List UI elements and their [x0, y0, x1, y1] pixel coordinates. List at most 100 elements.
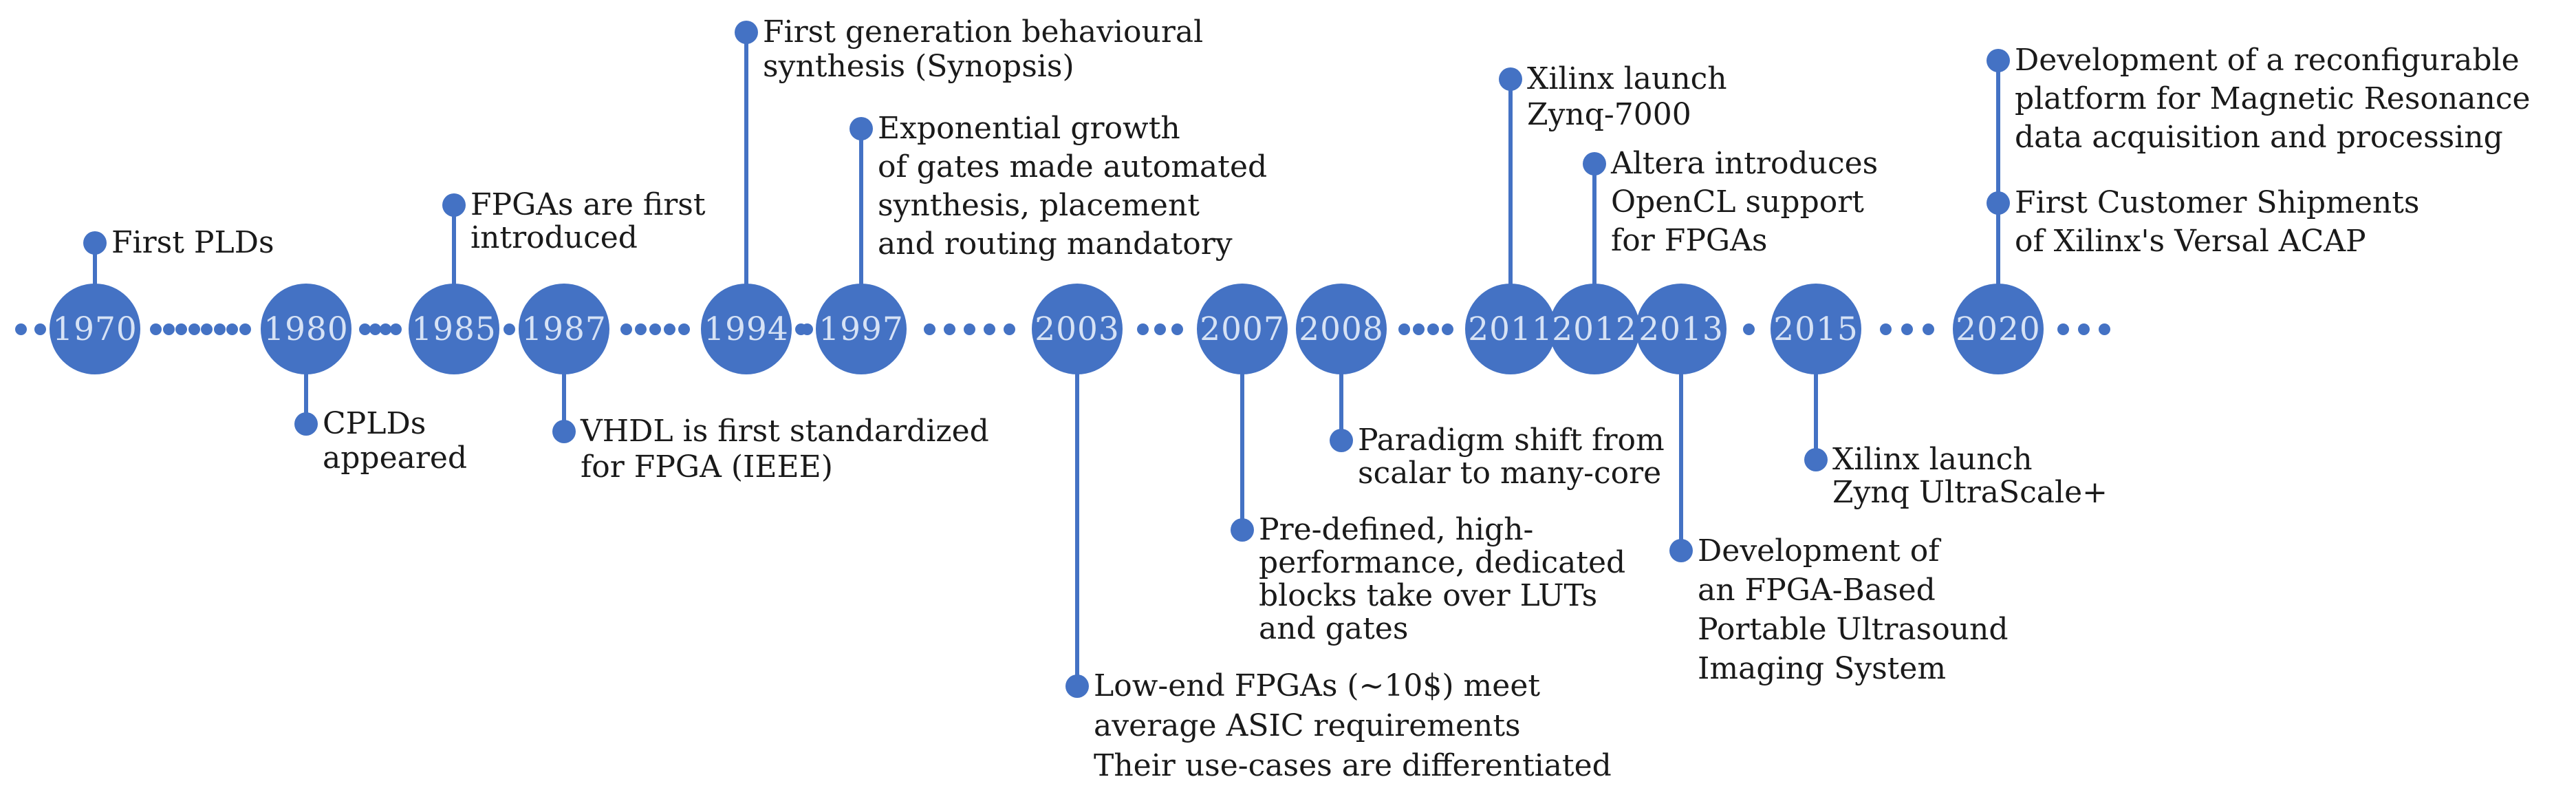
timeline-dot — [389, 323, 402, 335]
node-stem — [562, 329, 566, 432]
timeline-dot — [1442, 323, 1454, 335]
annotation-line: and gates — [1259, 611, 1409, 646]
timeline-dot — [943, 323, 955, 335]
annotation-dot — [1987, 191, 2010, 215]
annotation-line: OpenCL support — [1611, 184, 1864, 220]
timeline-dot — [1136, 323, 1149, 335]
annotation-text: First PLDs — [111, 225, 274, 261]
annotation-line: FPGAs are first — [470, 187, 706, 222]
annotation-line: Xilinx launch — [1527, 61, 1727, 96]
year-label: 1987 — [521, 310, 607, 348]
annotation-dot — [1065, 674, 1089, 698]
leading-ellipsis-dot — [34, 323, 46, 335]
annotation-line: synthesis (Synopsis) — [763, 49, 1074, 84]
annotation-line: Paradigm shift from — [1358, 423, 1665, 458]
annotation-line: Zynq-7000 — [1527, 97, 1691, 132]
timeline-dot — [1923, 323, 1935, 335]
timeline-dot — [1427, 323, 1440, 335]
timeline-dot — [678, 323, 690, 335]
annotation-line: and routing mandatory — [878, 226, 1233, 262]
annotation-line: average ASIC requirements — [1094, 708, 1521, 743]
year-label: 2020 — [1956, 310, 2041, 348]
timeline-dot — [379, 323, 391, 335]
annotation-line: platform for Magnetic Resonance — [2015, 81, 2531, 116]
timeline-dot — [239, 323, 251, 335]
annotation-line: introduced — [470, 220, 638, 255]
annotation-text: Pre-defined, high-performance, dedicated… — [1259, 513, 1625, 646]
timeline-dot — [635, 323, 647, 335]
annotation-line: First generation behavioural — [763, 14, 1204, 50]
annotation-line: First PLDs — [111, 225, 274, 260]
year-label: 2003 — [1035, 310, 1120, 348]
leading-ellipsis-dot — [14, 323, 27, 335]
timeline-dot — [801, 323, 813, 335]
year-label: 1980 — [263, 310, 349, 348]
timeline-node-1987: 1987 — [519, 284, 609, 374]
timeline-dot — [649, 323, 661, 335]
annotation-line: VHDL is first standardized — [581, 414, 989, 449]
timeline-node-2020: 2020 — [1953, 284, 2044, 374]
annotation-line: Exponential growth — [878, 111, 1180, 146]
node-stem — [1814, 329, 1818, 460]
timeline-node-2007: 2007 — [1197, 284, 1288, 374]
annotation-line: Portable Ultrasound — [1698, 611, 2009, 647]
annotation-dot — [1669, 539, 1693, 562]
timeline-dot — [1901, 323, 1913, 335]
annotation-dot — [552, 420, 576, 443]
annotation-line: First Customer Shipments — [2015, 185, 2420, 220]
annotation-line: data acquisition and processing — [2015, 120, 2503, 155]
trailing-ellipsis-dot — [2057, 323, 2069, 335]
timeline-dot — [358, 323, 371, 335]
year-label: 2012 — [1552, 310, 1637, 348]
annotation-dot — [1499, 67, 1522, 91]
annotation-dot — [735, 21, 758, 44]
timeline-dot — [201, 323, 213, 335]
annotation-dot — [1987, 49, 2010, 72]
node-stem — [859, 129, 863, 329]
year-label: 2015 — [1773, 310, 1859, 348]
annotation-line: Pre-defined, high- — [1259, 512, 1534, 547]
timeline-dot — [1742, 323, 1755, 335]
timeline-dot — [188, 323, 200, 335]
annotation-line: Low-end FPGAs (~10$) meet — [1094, 668, 1541, 703]
timeline-node-1994: 1994 — [701, 284, 792, 374]
annotation-line: Their use-cases are differentiated — [1094, 748, 1612, 783]
annotation-dot — [294, 412, 318, 436]
year-label: 2011 — [1468, 310, 1553, 348]
annotation-line: for FPGA (IEEE) — [581, 449, 833, 485]
timeline-dot — [213, 323, 226, 335]
timeline-dot — [923, 323, 935, 335]
node-stem — [304, 329, 308, 424]
annotation-dot — [1583, 152, 1606, 176]
annotation-line: scalar to many-core — [1358, 456, 1662, 491]
year-label: 1994 — [704, 310, 789, 348]
annotation-line: for FPGAs — [1611, 223, 1768, 258]
year-label: 1970 — [52, 310, 138, 348]
timeline-node-2015: 2015 — [1771, 284, 1861, 374]
annotation-line: Xilinx launch — [1832, 442, 2033, 477]
timeline-dot — [226, 323, 239, 335]
timeline-dot — [963, 323, 975, 335]
node-stem — [1592, 164, 1597, 329]
timeline-node-2013: 2013 — [1636, 284, 1727, 374]
annotation-dot — [1804, 448, 1828, 471]
timeline-dot — [175, 323, 188, 335]
annotation-line: Imaging System — [1698, 650, 1947, 686]
annotation-line: Zynq UltraScale+ — [1832, 475, 2108, 510]
node-stem — [744, 32, 748, 329]
timeline-node-1985: 1985 — [409, 284, 499, 374]
timeline-node-1997: 1997 — [816, 284, 907, 374]
timeline-node-2008: 2008 — [1296, 284, 1387, 374]
annotation-line: Altera introduces — [1611, 146, 1879, 181]
annotation-line: blocks take over LUTs — [1259, 578, 1598, 613]
annotation-dot — [1330, 429, 1353, 452]
timeline-node-1980: 1980 — [261, 284, 351, 374]
